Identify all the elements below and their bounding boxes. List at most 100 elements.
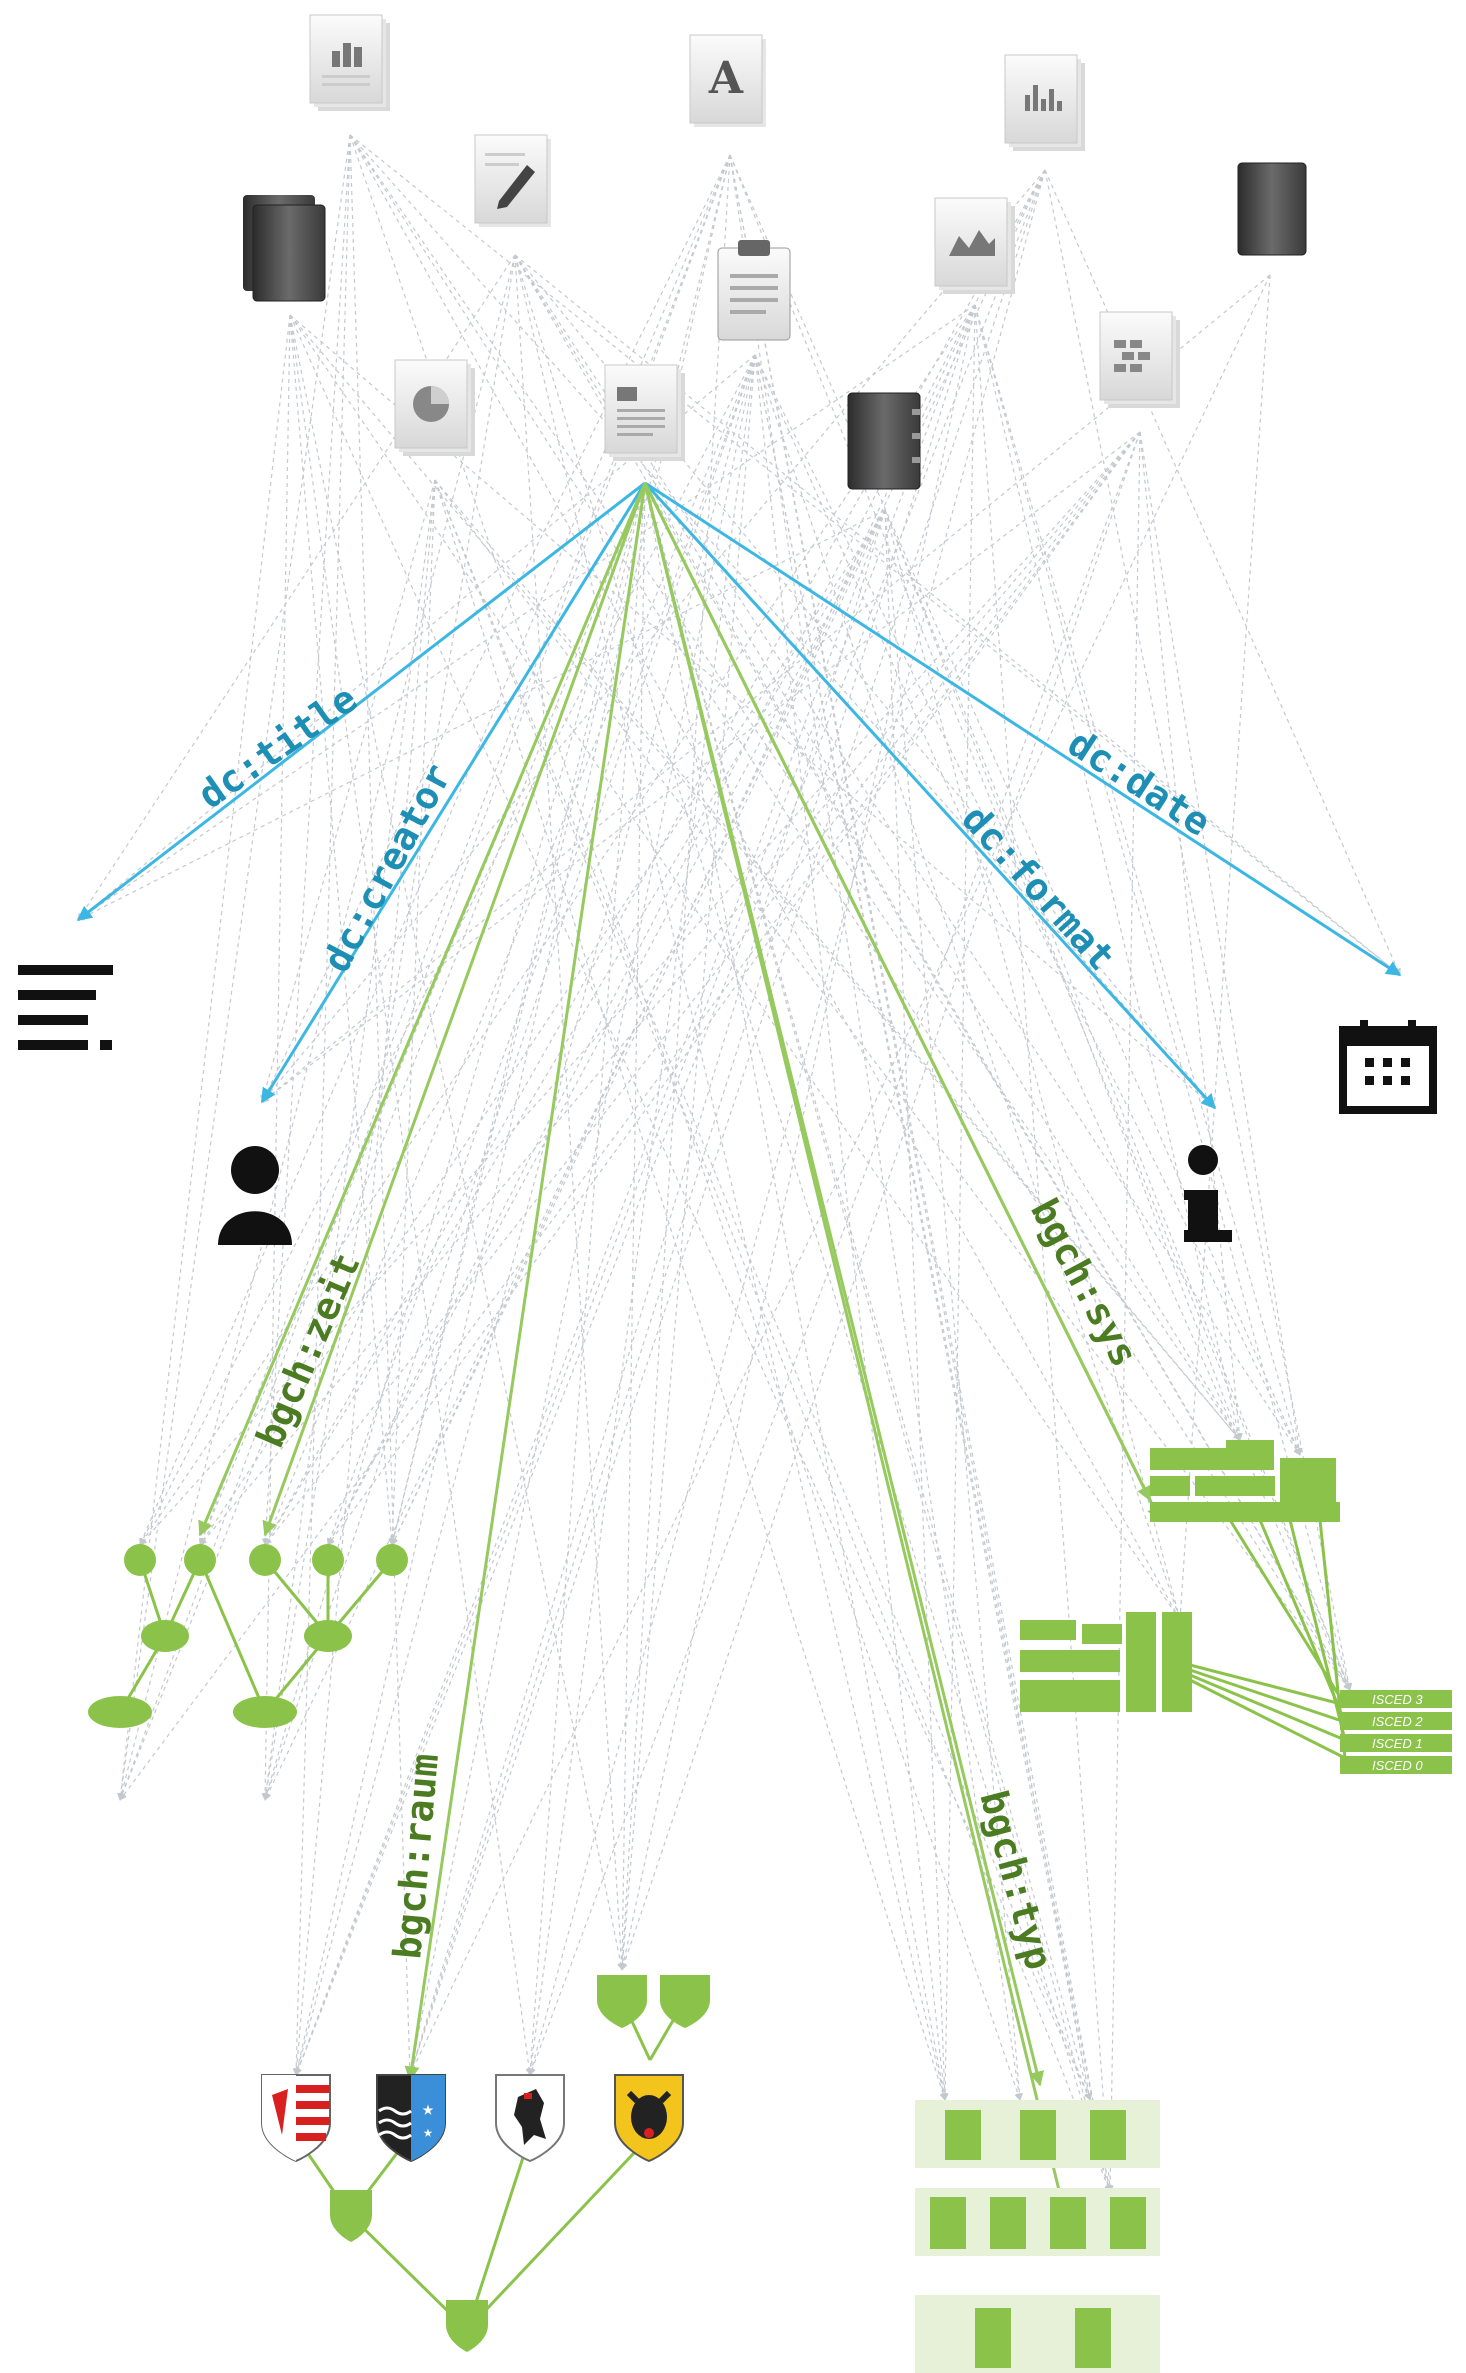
pie-chart-document-icon [394, 359, 475, 456]
svg-text:★: ★ [423, 2122, 433, 2141]
dashed-edge [408, 169, 1046, 2076]
dashed-edge [729, 154, 1113, 2193]
shield-node [660, 1975, 710, 2028]
dashed-edge [261, 154, 731, 1103]
dashed-edge [294, 304, 976, 2076]
clipboard-icon [717, 240, 791, 341]
tree-edges [118, 1519, 1347, 2332]
bar-chart-document-icon [1004, 54, 1085, 151]
dashed-edge [117, 134, 351, 1801]
dashed-edge [729, 154, 1351, 1691]
appenzell-coat-of-arms-icon [495, 2074, 565, 2163]
dashed-edge [884, 509, 949, 2101]
dashed-edge [292, 134, 351, 2076]
isced-levels: ISCED 3 ISCED 2 ISCED 1 ISCED 0 [1340, 1690, 1452, 1774]
dashed-edge [644, 482, 1351, 1691]
isced-2-label: ISCED 2 [1372, 1714, 1423, 1729]
dashed-edge [264, 431, 1141, 1546]
dashed-edge [618, 482, 646, 1971]
zeit-tree [88, 1544, 408, 1728]
dashed-edge [620, 431, 1141, 1971]
dashed-edge [118, 254, 516, 1801]
dashed-edge [514, 254, 1112, 2193]
dashed-edge [327, 169, 1046, 1546]
dashed-edge [139, 431, 1141, 1546]
dashed-edge [327, 509, 886, 1546]
dashed-edge [261, 134, 351, 1546]
dashed-edge [289, 314, 1181, 1621]
dashed-edge [326, 354, 756, 1546]
dashed-edge [884, 509, 1024, 2101]
dashed-edge [77, 509, 886, 921]
dashed-edge [434, 479, 1091, 2101]
dashed-edge [293, 154, 731, 2076]
calendar-icon [1339, 1020, 1437, 1114]
dashed-edge [514, 254, 948, 2101]
dashed-edge [974, 304, 1243, 1441]
dashed-edge [644, 482, 948, 2101]
dashed-edge [389, 482, 646, 1546]
dashed-edge [261, 431, 1141, 1103]
dashed-edge [199, 431, 1141, 1546]
dashed-edge [295, 169, 1046, 2076]
dashed-edge [388, 479, 436, 1546]
dashed-edge [349, 134, 1401, 976]
shield-node [597, 1975, 647, 2028]
dashed-edge [1176, 274, 1271, 1621]
chart-document-icon [309, 14, 390, 111]
table-document-icon [1099, 311, 1180, 408]
area-chart-document-icon [934, 197, 1015, 294]
info-icon [1184, 1145, 1232, 1242]
dashed-edge [618, 354, 756, 1971]
dashed-edge [139, 304, 976, 1546]
dashed-edge [199, 509, 886, 1546]
svg-text:★: ★ [422, 2096, 434, 2120]
dashed-edge [77, 254, 516, 921]
tree-node [312, 1544, 344, 1576]
isced-3-label: ISCED 3 [1372, 1692, 1423, 1707]
label-bgch-raum: bgch:raum [385, 1752, 447, 1961]
dashed-edge [514, 254, 626, 1971]
text-lines-icon [18, 965, 113, 1050]
dashed-edge [292, 479, 436, 2076]
dashed-edge [434, 479, 1241, 1441]
typ-blocks [915, 2100, 1160, 2373]
tree-node [304, 1620, 352, 1652]
dashed-edge [1044, 169, 1401, 976]
text-document-icon [604, 364, 685, 461]
dashed-edge [391, 509, 886, 1546]
dashed-edge [262, 254, 516, 1801]
dashed-edge [260, 479, 436, 1103]
notebook-icon [847, 392, 921, 490]
dashed-edge [1044, 169, 1353, 1691]
font-document-icon: A [689, 34, 766, 127]
dashed-edge [261, 169, 1046, 1103]
shield-node [446, 2300, 488, 2352]
dashed-edge [289, 314, 396, 1546]
dashed-edge [974, 304, 1114, 2193]
dashed-edge [618, 154, 731, 1971]
dashed-edge [514, 254, 1301, 1456]
tree-node [376, 1544, 408, 1576]
books-icon [243, 195, 326, 302]
dashed-edge [289, 314, 1241, 1441]
sys-block-upper [1150, 1440, 1340, 1522]
dashed-edge [1139, 431, 1303, 1456]
dashed-edge [408, 509, 886, 2076]
dashed-edge [77, 304, 976, 921]
dashed-edge [434, 479, 1111, 2193]
dashed-edge [644, 482, 1112, 2193]
dashed-edge [264, 354, 756, 1546]
dashed-edge [941, 304, 976, 2101]
tree-node [184, 1544, 216, 1576]
isced-1-label: ISCED 1 [1372, 1736, 1423, 1751]
label-dc-format: dc:format [953, 797, 1123, 979]
dashed-edge [262, 479, 436, 1801]
dashed-edge [408, 304, 976, 2076]
dashed-edge [263, 482, 646, 1801]
dashed-edge [1106, 431, 1141, 2193]
dashed-edge [754, 354, 1182, 1621]
person-icon [218, 1146, 292, 1245]
isced-0-label: ISCED 0 [1372, 1758, 1423, 1773]
dashed-edge [264, 509, 886, 1546]
